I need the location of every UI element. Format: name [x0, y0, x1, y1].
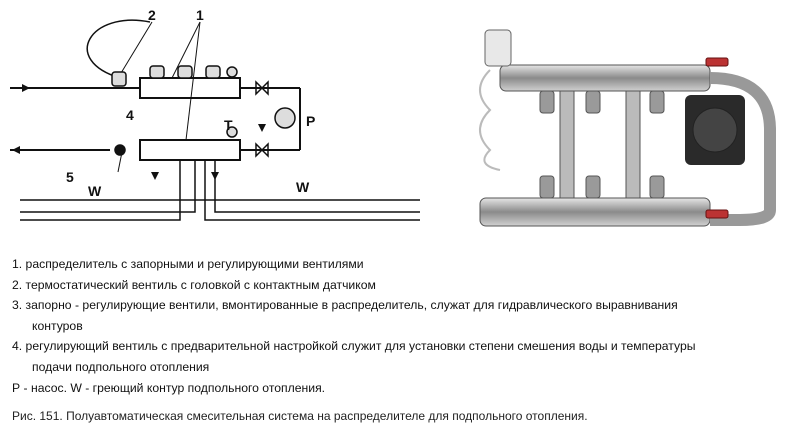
- legend-item-1: 1. распределитель с запорными и регулиру…: [12, 257, 364, 271]
- label-w-right: W: [296, 179, 310, 195]
- label-t: T: [224, 117, 233, 133]
- valve-icon: [205, 65, 221, 79]
- upper-bar: [499, 64, 711, 92]
- callout-4: 4: [126, 107, 134, 123]
- legend-item-3-line2: контуров: [32, 318, 83, 333]
- regulating-valve-dot: [114, 144, 126, 156]
- thermostatic-valve-icon: [111, 71, 127, 87]
- callout-2: 2: [148, 7, 156, 23]
- label-w-left: W: [88, 183, 102, 199]
- legend: 1. распределитель с запорными и регулиру…: [12, 254, 782, 398]
- shutoff-valve-icon: [255, 142, 269, 158]
- arrow-icon: [258, 124, 266, 132]
- shutoff-valve-icon: [255, 80, 269, 96]
- lower-bar: [479, 197, 711, 227]
- arrow-icon: [151, 172, 159, 180]
- lower-manifold: [139, 139, 241, 161]
- legend-item-3-line1: 3. запорно - регулирующие вентили, вмонт…: [12, 298, 678, 313]
- gauge-icon: [226, 126, 238, 138]
- gauge-icon: [226, 66, 238, 78]
- arrow-icon: [12, 146, 20, 154]
- pump-icon: [274, 107, 296, 129]
- mixing-system-schematic: 2 1 4 5 T P W W: [10, 7, 420, 221]
- callout-1: 1: [196, 7, 204, 23]
- legend-item-5: Р - насос. W - греющий контур подпольног…: [12, 380, 326, 395]
- upper-manifold: [139, 77, 241, 99]
- legend-item-2: 2. термостатический вентиль с головкой с…: [12, 277, 376, 292]
- capillary: [479, 69, 501, 171]
- figure-caption: Рис. 151. Полуавтоматическая смесительна…: [12, 409, 588, 423]
- manifold-photo: [479, 29, 776, 227]
- valve-icon: [177, 65, 193, 79]
- label-p: P: [306, 113, 315, 129]
- handle-icon: [705, 57, 729, 67]
- bracket: [559, 90, 575, 199]
- legend-item-4-line1: 4. регулирующий вентиль с предварительно…: [12, 339, 696, 354]
- arrow-icon: [22, 84, 30, 92]
- legend-item-4-line2: подачи подпольного отопления: [32, 359, 210, 374]
- bypass-pipe: [709, 72, 776, 226]
- thermostatic-head-icon: [484, 29, 512, 67]
- arrow-icon: [211, 172, 219, 180]
- handle-icon: [705, 209, 729, 219]
- callout-5: 5: [66, 169, 74, 185]
- valve-icon: [149, 65, 165, 79]
- bracket: [625, 90, 641, 199]
- pump-icon: [692, 107, 738, 153]
